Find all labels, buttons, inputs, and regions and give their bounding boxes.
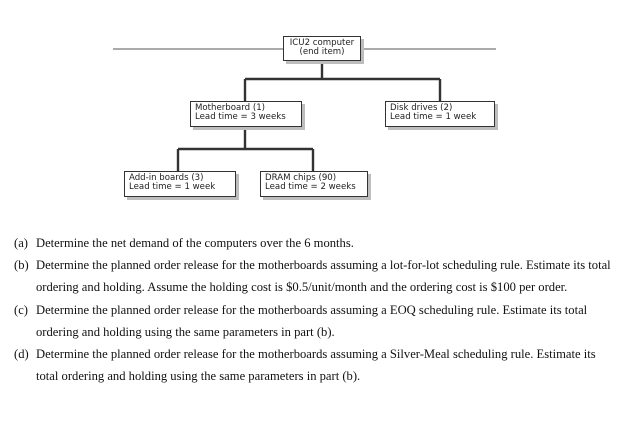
question-b-text: Determine the planned order release for … [36,258,611,295]
node-dram-chips-title: DRAM chips (90) [265,173,337,183]
tree-connectors [113,48,496,171]
node-motherboard-title: Motherboard (1) [195,103,266,113]
question-c: (c) Determine the planned order release … [14,299,614,343]
question-a-tag: (a) [14,236,28,250]
question-c-tag: (c) [14,302,28,317]
node-addin-boards: Add-in boards (3) Lead time = 1 week [124,171,236,197]
question-b-tag: (b) [14,258,29,273]
product-structure-diagram: ICU2 computer (end item) Motherboard (1)… [0,0,624,215]
question-d-text: Determine the planned order release for … [36,347,596,384]
node-dram-chips-leadtime: Lead time = 2 weeks [265,182,356,193]
node-disk-drives: Disk drives (2) Lead time = 1 week [385,101,495,127]
node-disk-drives-title: Disk drives (2) [390,103,453,113]
node-disk-drives-leadtime: Lead time = 1 week [390,112,477,123]
question-list: (a) Determine the net demand of the comp… [14,232,614,387]
question-a-text: Determine the net demand of the computer… [36,236,354,250]
question-d-tag: (d) [14,347,29,362]
node-dram-chips: DRAM chips (90) Lead time = 2 weeks [260,171,368,197]
node-icu2-computer: ICU2 computer (end item) [283,36,361,61]
question-c-text: Determine the planned order release for … [36,302,588,339]
node-motherboard: Motherboard (1) Lead time = 3 weeks [190,101,302,127]
node-motherboard-leadtime: Lead time = 3 weeks [195,112,286,123]
node-addin-boards-title: Add-in boards (3) [129,173,204,183]
node-icu2-subtitle: (end item) [299,47,345,58]
node-icu2-title: ICU2 computer [289,38,355,48]
question-b: (b) Determine the planned order release … [14,254,614,298]
question-a: (a) Determine the net demand of the comp… [14,232,614,254]
question-d: (d) Determine the planned order release … [14,343,614,387]
node-addin-boards-leadtime: Lead time = 1 week [129,182,216,193]
